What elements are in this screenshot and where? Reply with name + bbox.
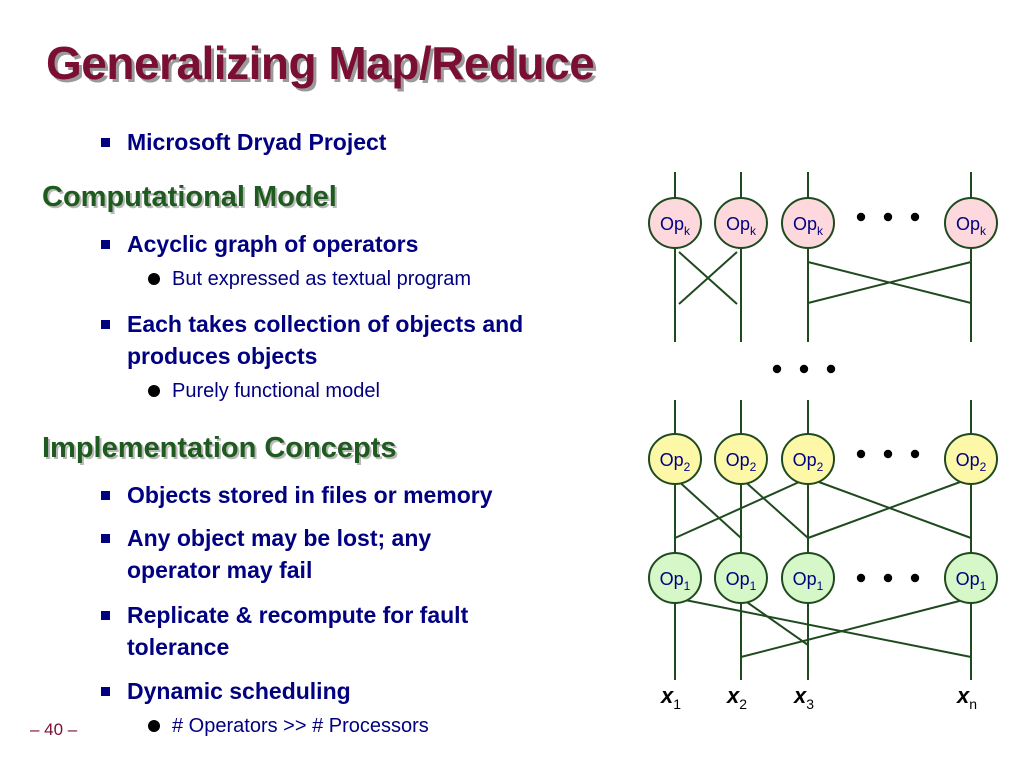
- op-node: [781, 433, 835, 485]
- input-label: x2: [726, 683, 747, 712]
- bullet-collection-objects: Each takes collection of objects and pro…: [101, 308, 627, 372]
- bullet-text: Microsoft Dryad Project: [127, 129, 387, 155]
- bullet-text: Any object may be lost; any operator may…: [127, 525, 432, 583]
- ellipsis-dots-op2: [910, 449, 920, 459]
- square-bullet-icon: [101, 240, 110, 249]
- ellipsis-dots-op1: [856, 573, 866, 583]
- op-node: [714, 197, 768, 249]
- bullet-acyclic-graph: Acyclic graph of operators: [101, 228, 419, 260]
- ellipsis-dots-levels: [799, 364, 809, 374]
- sub-bullet-textual-program: But expressed as textual program: [148, 266, 472, 292]
- bullet-dryad: Microsoft Dryad Project: [101, 126, 387, 158]
- ellipsis-dots-levels: [826, 364, 836, 374]
- square-bullet-icon: [101, 138, 110, 147]
- input-label: x1: [660, 683, 681, 712]
- sub-bullet-text: But expressed as textual program: [172, 268, 472, 290]
- ellipsis-dots-k: [883, 212, 893, 222]
- sub-bullet-text: # Operators >> # Processors: [172, 715, 429, 737]
- bullet-text: Dynamic scheduling: [127, 678, 351, 704]
- sub-bullet-functional-model: Purely functional model: [148, 378, 380, 404]
- op-node: [648, 552, 702, 604]
- round-bullet-icon: [148, 720, 160, 732]
- ellipsis-dots-k: [856, 212, 866, 222]
- round-bullet-icon: [148, 273, 160, 285]
- slide-title: Generalizing Map/Reduce: [46, 37, 595, 89]
- square-bullet-icon: [101, 611, 110, 620]
- edge: [740, 597, 972, 658]
- section-heading-implementation-concepts: Implementation Concepts: [42, 432, 397, 464]
- op-node: [714, 433, 768, 485]
- edge: [807, 261, 972, 304]
- section-heading-computational-model: Computational Model: [42, 181, 337, 213]
- ellipsis-dots-op1: [883, 573, 893, 583]
- op-node: [648, 433, 702, 485]
- page-number: – 40 –: [30, 720, 78, 739]
- op-node: [944, 197, 998, 249]
- bullet-replicate-recompute: Replicate & recompute for fault toleranc…: [101, 599, 567, 663]
- bullet-text: Objects stored in files or memory: [127, 482, 493, 508]
- edge: [740, 597, 809, 646]
- edge: [674, 477, 742, 539]
- bullet-text: Each takes collection of objects and pro…: [127, 311, 524, 369]
- bullet-object-lost: Any object may be lost; any operator may…: [101, 522, 517, 586]
- sub-bullet-operators-processors: # Operators >> # Processors: [148, 713, 429, 739]
- edge: [678, 251, 738, 305]
- bullet-text: Replicate & recompute for fault toleranc…: [127, 602, 469, 660]
- op-node: [781, 197, 835, 249]
- square-bullet-icon: [101, 687, 110, 696]
- ellipsis-dots-op2: [856, 449, 866, 459]
- edge: [807, 477, 972, 539]
- op-node: [648, 197, 702, 249]
- ellipsis-dots-op2: [883, 449, 893, 459]
- input-label: x3: [793, 683, 814, 712]
- edge: [674, 597, 972, 658]
- op-node: [714, 552, 768, 604]
- edge: [674, 477, 809, 539]
- bullet-dynamic-scheduling: Dynamic scheduling: [101, 675, 351, 707]
- edge: [740, 477, 809, 539]
- op-node: [944, 552, 998, 604]
- ellipsis-dots-op1: [910, 573, 920, 583]
- bullet-text: Acyclic graph of operators: [127, 231, 419, 257]
- square-bullet-icon: [101, 491, 110, 500]
- square-bullet-icon: [101, 320, 110, 329]
- ellipsis-dots-levels: [772, 364, 782, 374]
- round-bullet-icon: [148, 385, 160, 397]
- bullet-objects-stored: Objects stored in files or memory: [101, 479, 493, 511]
- sub-bullet-text: Purely functional model: [172, 380, 380, 402]
- ellipsis-dots-k: [910, 212, 920, 222]
- square-bullet-icon: [101, 534, 110, 543]
- op-node: [781, 552, 835, 604]
- op-node: [944, 433, 998, 485]
- input-label: xn: [956, 683, 977, 712]
